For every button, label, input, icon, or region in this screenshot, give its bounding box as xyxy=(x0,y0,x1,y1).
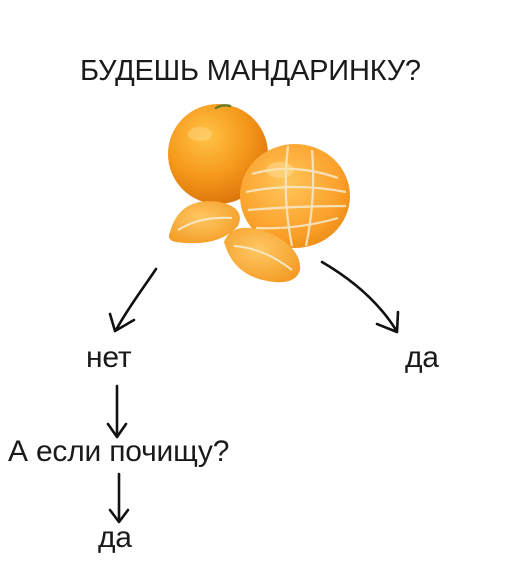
answer-no: нет xyxy=(86,341,132,374)
loose-segment-bottom xyxy=(224,227,301,283)
answer-yes: да xyxy=(405,341,439,374)
tangerine-icon xyxy=(168,104,350,283)
question-title: БУДЕШЬ МАНДАРИНКУ? xyxy=(80,55,421,87)
arrow-to-no xyxy=(108,267,158,333)
followup-answer: да xyxy=(98,521,132,554)
arrow-to-followup-answer xyxy=(108,472,130,524)
whole-tangerine xyxy=(168,104,268,204)
loose-segment-left xyxy=(168,201,240,244)
arrow-to-followup xyxy=(106,384,128,439)
followup-question: А если почищу? xyxy=(8,435,230,468)
